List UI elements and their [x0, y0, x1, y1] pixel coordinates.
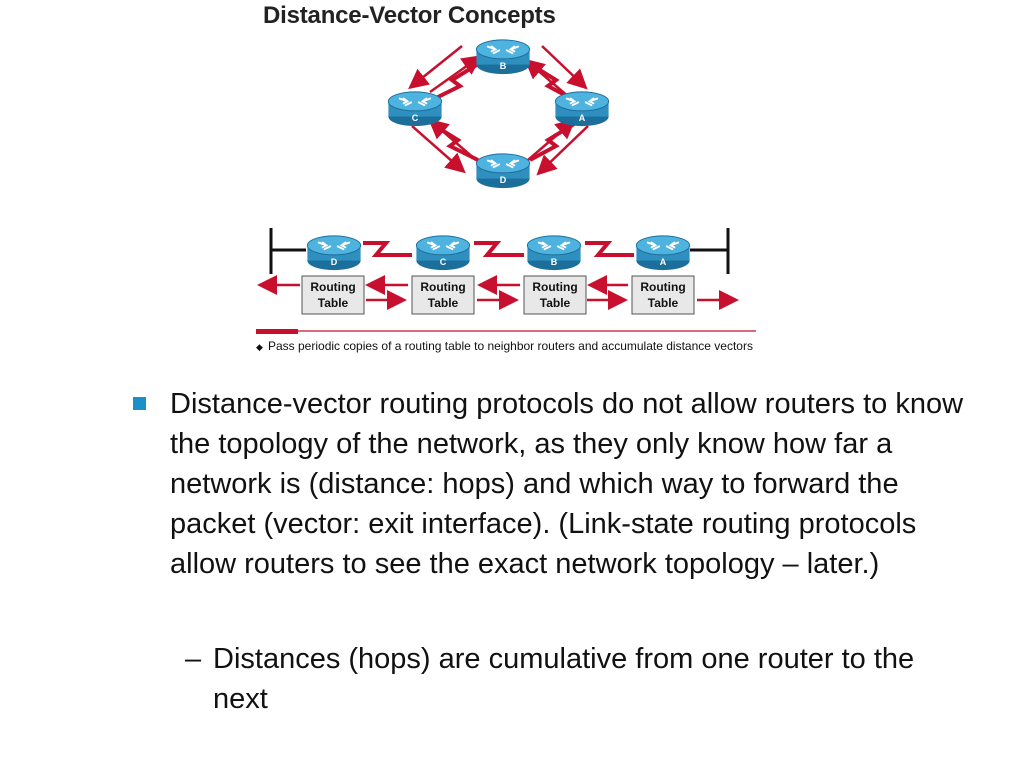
chain-router-b: B — [526, 234, 582, 272]
chain-router-d: D — [306, 234, 362, 272]
square-bullet-icon — [133, 397, 146, 410]
svg-text:C: C — [412, 113, 419, 123]
svg-text:D: D — [500, 175, 507, 185]
arrow-d-to-c — [428, 118, 477, 161]
svg-text:B: B — [500, 61, 507, 71]
diamond-arrows — [408, 45, 589, 176]
svg-text:Routing: Routing — [310, 280, 355, 294]
svg-text:D: D — [331, 257, 338, 267]
svg-text:Table: Table — [318, 296, 349, 310]
svg-text:Routing: Routing — [532, 280, 577, 294]
diagram-caption: ◆ Pass periodic copies of a routing tabl… — [256, 339, 756, 353]
link-d-c — [363, 241, 412, 257]
svg-text:Routing: Routing — [420, 280, 465, 294]
routing-table-d: Routing Table — [301, 275, 365, 315]
svg-text:Table: Table — [428, 296, 459, 310]
arrow-c-to-d — [411, 125, 466, 174]
caption-text: Pass periodic copies of a routing table … — [268, 339, 753, 353]
svg-text:B: B — [551, 257, 558, 267]
routing-table-arrows — [257, 275, 739, 310]
router-d: D — [475, 152, 531, 190]
link-c-b — [474, 241, 524, 257]
svg-text:C: C — [440, 257, 447, 267]
chain-end-bars — [269, 228, 730, 274]
arrow-a-to-b — [524, 58, 571, 99]
routing-table-c: Routing Table — [411, 275, 475, 315]
router-c: C — [387, 90, 443, 128]
routing-table-b: Routing Table — [523, 275, 587, 315]
caption-diamond-icon: ◆ — [256, 342, 263, 352]
router-b: B — [475, 38, 531, 76]
bullet-item: Distance-vector routing protocols do not… — [133, 384, 983, 584]
routing-table-a: Routing Table — [631, 275, 695, 315]
link-a-d — [529, 122, 576, 162]
slide-title: Distance-Vector Concepts — [263, 2, 556, 29]
svg-text:Table: Table — [540, 296, 571, 310]
arrow-d-to-a — [527, 118, 576, 161]
dash-bullet-icon: – — [185, 643, 202, 675]
distance-vector-diagram: B C A D D C B A — [256, 38, 756, 334]
sub-bullet-item: – Distances (hops) are cumulative from o… — [185, 639, 965, 719]
bullet-text: Distance-vector routing protocols do not… — [170, 388, 964, 580]
sub-bullet-text: Distances (hops) are cumulative from one… — [213, 643, 915, 715]
svg-text:A: A — [579, 113, 586, 123]
arrow-a-to-d — [536, 125, 589, 176]
svg-text:Table: Table — [648, 296, 679, 310]
link-b-a — [585, 241, 634, 257]
svg-text:A: A — [660, 257, 667, 267]
arrow-c-to-b — [429, 55, 483, 94]
caption-rule — [256, 329, 756, 334]
diamond-links — [430, 62, 576, 162]
router-a: A — [554, 90, 610, 128]
chain-links — [363, 241, 634, 257]
arrow-b-to-c — [408, 45, 463, 90]
svg-text:Routing: Routing — [640, 280, 685, 294]
chain-router-a: A — [635, 234, 691, 272]
arrow-b-to-a — [541, 45, 588, 90]
chain-router-c: C — [415, 234, 471, 272]
link-b-c — [431, 62, 480, 102]
